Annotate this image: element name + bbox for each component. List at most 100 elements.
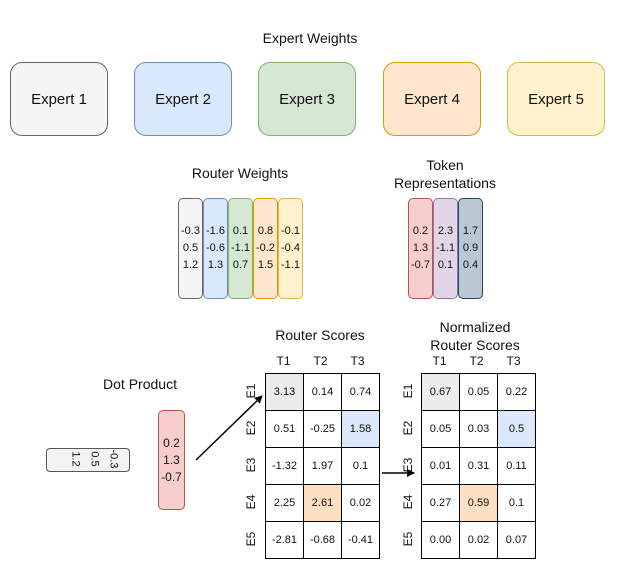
table-cell: 0.1 [341,447,380,485]
router-scores-col-label: T3 [350,354,365,368]
token-title-line-2: Representations [394,175,496,191]
table-cell: 0.00 [421,521,460,559]
expert-5-box: Expert 5 [507,62,605,136]
router-weight-value: -0.2 [256,242,275,254]
token-value: 1.7 [462,225,479,237]
token-column-2: 2.3 -1.1 0.1 [433,198,458,299]
token-vector-value: 0.2 [163,435,180,450]
router-weight-value: 0.1 [232,225,249,237]
router-scores-table: 3.13 0.14 0.74 0.51 -0.25 1.58 -1.32 1.9… [265,373,380,559]
table-row: 0.67 0.05 0.22 [421,373,536,411]
expert-1-box: Expert 1 [10,62,108,136]
router-scores-col-label: T1 [276,354,291,368]
expert-3-box: Expert 3 [258,62,356,136]
table-cell: 0.07 [497,521,536,559]
table-cell: 0.05 [459,373,498,411]
table-cell: 1.97 [303,447,342,485]
router-weight-value: -1.6 [206,225,225,237]
router-scores-title: Router Scores [275,327,365,343]
router-weight-value: -0.3 [181,225,200,237]
table-cell: -2.81 [265,521,304,559]
table-cell: 0.74 [341,373,380,411]
expert-3-label: Expert 3 [279,90,335,108]
table-row: 0.00 0.02 0.07 [421,521,536,559]
table-cell: -0.41 [341,521,380,559]
table-cell: 0.67 [421,373,460,411]
table-cell: 0.51 [265,410,304,448]
router-weight-value: -0.4 [281,242,300,254]
router-weight-value: 0.5 [182,242,199,254]
dot-product-title: Dot Product [103,376,177,392]
router-scores-col-label: T2 [313,354,328,368]
router-weight-column-2: -1.6 -0.6 1.3 [203,198,228,299]
router-weight-column-1: -0.3 0.5 1.2 [178,198,203,299]
table-cell: 0.59 [459,484,498,522]
normalized-scores-row-label: E1 [401,383,415,399]
router-weight-value: 0.7 [232,259,249,271]
table-row: -1.32 1.97 0.1 [265,447,380,485]
normalized-scores-row-label: E2 [401,420,415,436]
router-weight-value: 1.5 [257,259,274,271]
token-column-1: 0.2 1.3 -0.7 [408,198,433,299]
normalized-title-line-2: Router Scores [430,337,520,353]
token-value: 1.3 [412,242,429,254]
router-scores-row-label: E5 [244,531,258,547]
token-value: 2.3 [437,225,454,237]
token-vector-value: 1.3 [163,452,180,467]
table-cell: 2.25 [265,484,304,522]
table-cell: 0.22 [497,373,536,411]
router-weights-title: Router Weights [191,165,289,181]
table-cell: -0.25 [303,410,342,448]
token-value: -1.1 [436,242,455,254]
router-scores-row-label: E2 [244,420,258,436]
table-cell: 0.1 [497,484,536,522]
normalized-scores-row-label: E4 [401,494,415,510]
router-weight-value: 0.8 [257,225,274,237]
router-weight-value: 1.2 [182,259,199,271]
table-row: 0.05 0.03 0.5 [421,410,536,448]
normalized-scores-table: 0.67 0.05 0.22 0.05 0.03 0.5 0.01 0.31 0… [421,373,536,559]
table-cell: 0.02 [459,521,498,559]
router-weight-value: -1.1 [231,242,250,254]
table-row: 3.13 0.14 0.74 [265,373,380,411]
table-cell: 0.14 [303,373,342,411]
token-value: -0.7 [411,259,430,271]
normalized-scores-col-label: T2 [469,354,484,368]
table-cell: -1.32 [265,447,304,485]
router-scores-row-label: E3 [244,457,258,473]
expert-2-label: Expert 2 [155,90,211,108]
token-title-line-1: Token [426,157,464,173]
table-row: 0.27 0.59 0.1 [421,484,536,522]
table-row: 0.01 0.31 0.11 [421,447,536,485]
table-cell: 3.13 [265,373,304,411]
token-vector-value: -0.7 [161,469,182,484]
normalized-scores-col-label: T1 [432,354,447,368]
table-cell: 1.58 [341,410,380,448]
token-value: 0.1 [437,259,454,271]
table-cell: 0.01 [421,447,460,485]
token-value: 0.2 [412,225,429,237]
token-column-3: 1.7 0.9 0.4 [458,198,483,299]
router-scores-row-label: E4 [244,494,258,510]
router-weight-column-3: 0.1 -1.1 0.7 [228,198,253,299]
router-weight-column-5: -0.1 -0.4 -1.1 [278,198,303,299]
token-vector-t1: 0.2 1.3 -0.7 [158,410,185,510]
rotated-router-vector: -0.3 0.5 1.2 [46,448,130,472]
expert-1-label: Expert 1 [31,90,87,108]
router-weight-value: -0.6 [206,242,225,254]
table-cell: 0.31 [459,447,498,485]
table-cell: 0.27 [421,484,460,522]
token-value: 0.4 [462,259,479,271]
table-row: -2.81 -0.68 -0.41 [265,521,380,559]
normalized-scores-row-label: E3 [401,457,415,473]
expert-2-box: Expert 2 [134,62,232,136]
table-row: 0.51 -0.25 1.58 [265,410,380,448]
expert-5-label: Expert 5 [528,90,584,108]
router-weight-column-4: 0.8 -0.2 1.5 [253,198,278,299]
expert-4-label: Expert 4 [404,90,460,108]
expert-weights-title: Expert Weights [262,30,358,46]
normalized-scores-title: Normalized Router Scores [405,318,545,354]
normalized-scores-row-label: E5 [401,531,415,547]
router-weight-value: 1.3 [207,259,224,271]
